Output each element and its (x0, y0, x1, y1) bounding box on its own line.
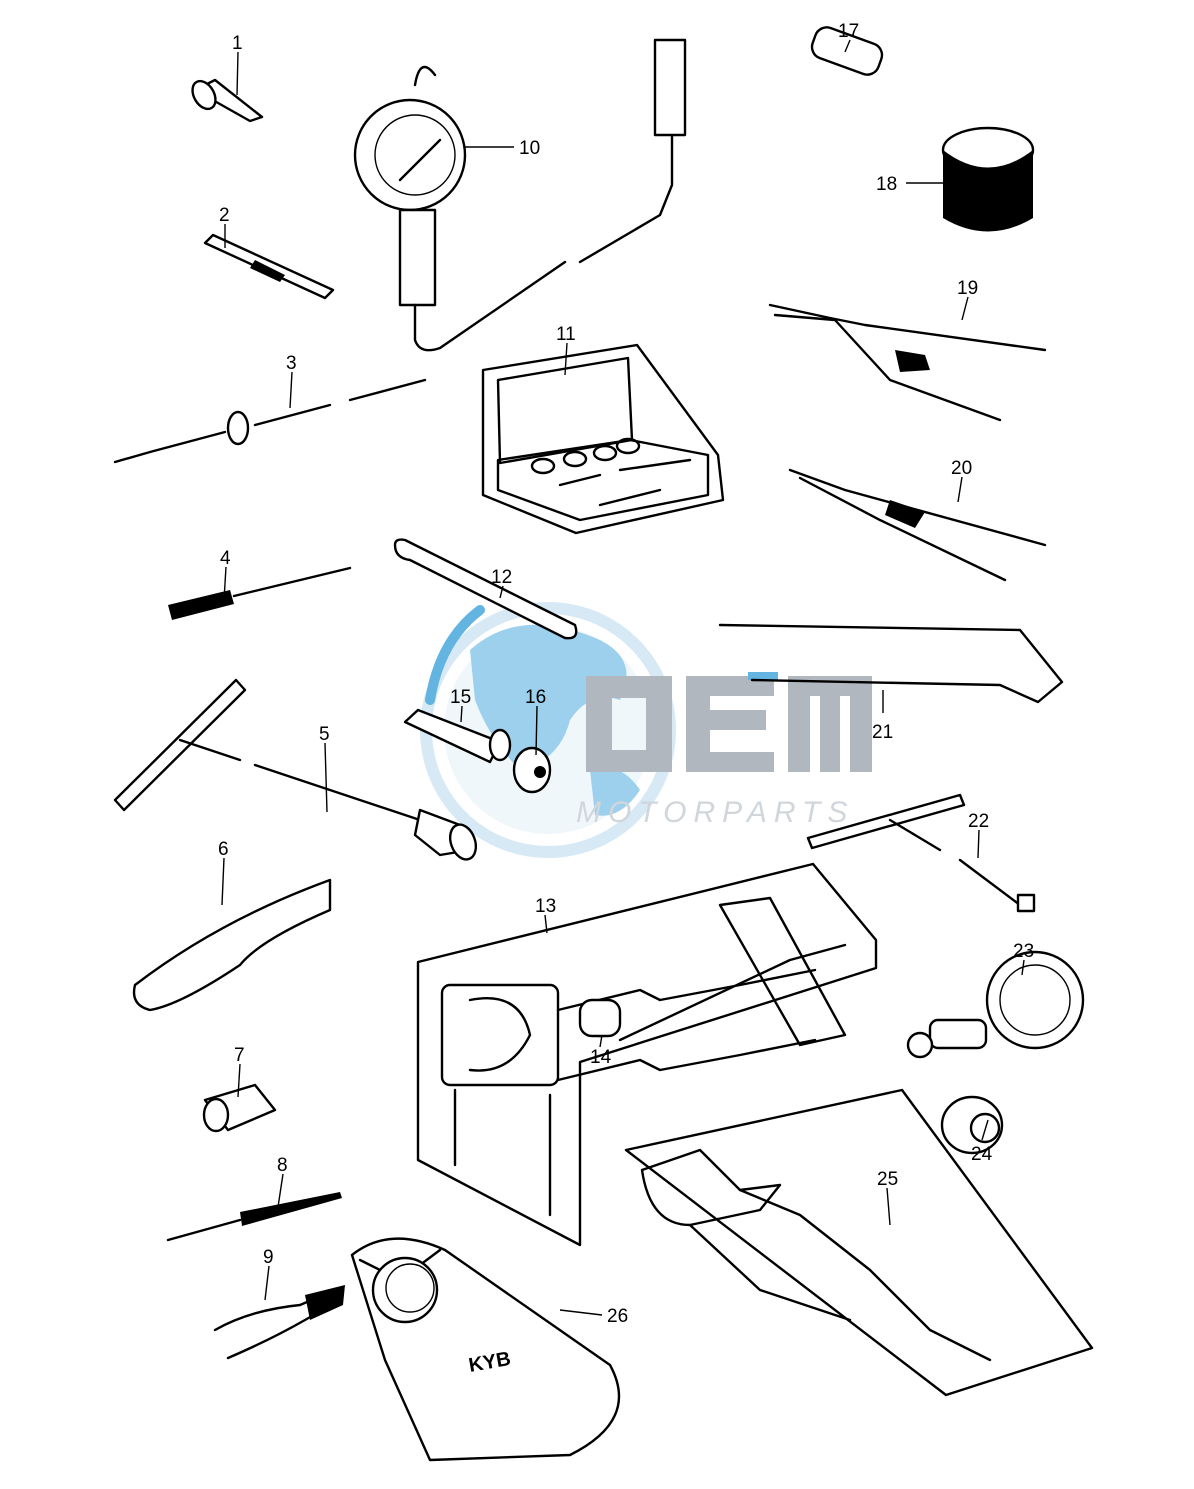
tool-7-coupler (202, 1083, 277, 1133)
tool-8-pick (166, 1192, 342, 1242)
tool-15-sleeve (403, 708, 512, 764)
callout-9: 9 (263, 1247, 274, 1268)
tool-5-t-handle (113, 678, 478, 861)
tool-19-pliers (768, 303, 1047, 422)
tool-1-cone (191, 78, 264, 123)
tool-21-rod (718, 623, 1064, 704)
tool-4-punch (168, 566, 352, 620)
watermark-subtitle: MOTORPARTS (576, 796, 854, 829)
callout-7: 7 (234, 1045, 245, 1066)
callout-26: 26 (607, 1306, 628, 1327)
tool-18-filter (941, 126, 1035, 232)
leader-lines (221, 39, 1025, 1316)
callout-5: 5 (319, 724, 330, 745)
tool-14-adapter (578, 998, 622, 1038)
callout-16: 16 (525, 687, 546, 708)
callout-1: 1 (232, 33, 243, 54)
callout-14: 14 (590, 1047, 612, 1068)
tool-16-nut (512, 746, 552, 794)
tool-23-gauge (906, 950, 1085, 1059)
callout-23: 23 (1013, 941, 1034, 962)
tool-10-gauge (353, 38, 687, 352)
tool-3-rod (113, 378, 427, 464)
callout-8: 8 (277, 1155, 288, 1176)
callout-17: 17 (838, 21, 859, 42)
callout-11: 11 (556, 324, 576, 345)
callout-12: 12 (491, 567, 512, 588)
callout-2: 2 (219, 205, 230, 226)
stand-25-panel (624, 1088, 1094, 1397)
tool-12-hook-wrench (393, 538, 578, 640)
callout-20: 20 (951, 458, 972, 479)
callout-24: 24 (971, 1144, 993, 1165)
tool-26-gauge-case: KYB (350, 1237, 621, 1462)
tool-9-pliers (213, 1285, 345, 1360)
callout-4: 4 (220, 548, 231, 569)
callout-10: 10 (519, 138, 540, 159)
callout-22: 22 (968, 811, 989, 832)
callout-21: 21 (872, 722, 893, 743)
tool-22-t-handle (806, 793, 1036, 913)
tool-kit-11-panel (481, 343, 725, 535)
callout-18: 18 (876, 174, 897, 195)
tool-6-tire-lever (132, 878, 332, 1012)
callout-25: 25 (877, 1169, 898, 1190)
tool-2-shaft (203, 233, 335, 300)
callout-19: 19 (957, 278, 978, 299)
oem-motorparts-watermark: MOTORPARTS (420, 602, 872, 858)
callout-15: 15 (450, 687, 471, 708)
watermark-letters (586, 672, 872, 772)
tool-24-cap (940, 1095, 1004, 1155)
callout-13: 13 (535, 896, 556, 917)
tool-20-pliers (788, 468, 1047, 582)
tool-17-adapter (810, 26, 884, 76)
callout-6: 6 (218, 839, 229, 860)
callout-3: 3 (286, 353, 297, 374)
callout-labels: 1 2 3 4 5 6 7 8 9 10 11 12 13 14 15 16 1… (218, 21, 1034, 1327)
